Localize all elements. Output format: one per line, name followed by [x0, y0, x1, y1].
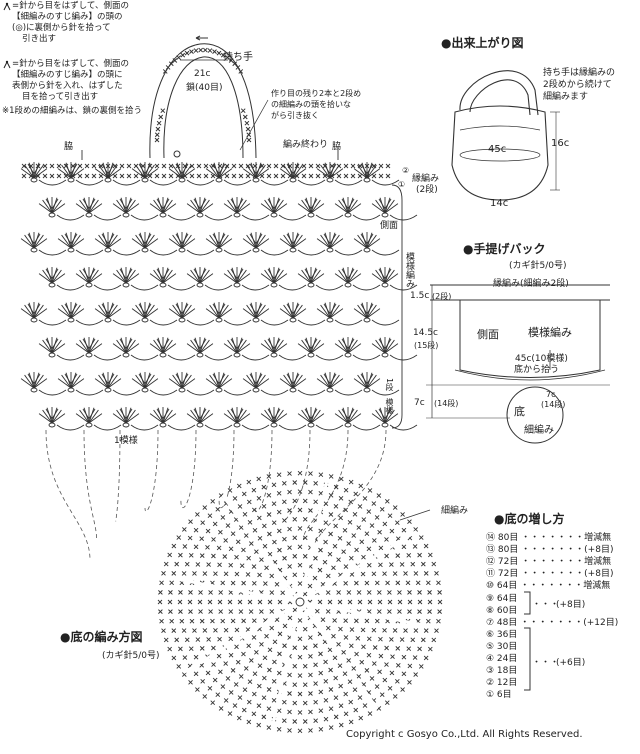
increase-row: ① 6目 [486, 690, 512, 701]
handle-chart [149, 35, 269, 159]
increase-row: ⑭ 80目 ・・・・・・・増減無 [486, 533, 612, 543]
legend-line: (◎)に裏側から針を拾って [12, 23, 111, 33]
increase-row: ② 12目 [486, 678, 518, 689]
handle-note: 作り目の残り2本と2段め の細編みの頭を拾いな がら引き抜く [271, 89, 362, 120]
bag-rows3: (14段) [434, 399, 459, 408]
bag-base: 底 [514, 405, 525, 418]
group2-note: (+6目) [556, 658, 586, 668]
legend-line: 引き出す [22, 34, 57, 44]
bag-base-rows: (14段) [541, 400, 566, 409]
bag-dim3: 7c [414, 398, 425, 408]
finished-note: 持ち手は縁編みの 2段めから続けて 細編みます [543, 68, 616, 102]
slip-stitch-front-icon [3, 60, 11, 69]
bag-pattern: 模様編み [528, 326, 572, 339]
row-2-marker: ② [402, 166, 410, 175]
pickup-lines [45, 429, 387, 561]
legend-line: 【細編みのすじ編み】の頭の [12, 12, 123, 22]
bag-side: 側面 [477, 328, 499, 341]
bag-title: ●手提げバック [463, 242, 546, 256]
legend-line: =針から目をはずして、側面の [12, 59, 129, 69]
slip-stitch-back-icon [3, 2, 11, 11]
legend-line: 【細編みのすじ編み】の頭に [12, 70, 123, 80]
one-pattern-label: 1模様 [114, 436, 138, 446]
row-1-marker: ① [398, 180, 406, 189]
pattern-word: 模様 [385, 398, 394, 414]
group1-note: (+8目) [556, 600, 586, 610]
legend-note: ※1段めの細編みは、鎖の裏側を拾う [2, 106, 143, 116]
bag-base-dim: 7c [546, 390, 556, 399]
side-right-label: 脇 [332, 142, 342, 152]
bag-width: 45c(10模様) [515, 354, 568, 364]
increase-row: ⑤ 30目 [486, 641, 518, 652]
increase-row: ⑩ 64目 ・・・・・・・増減無 [486, 581, 611, 592]
increase-row: ⑪ 72目 ・・・・・・・(+8目) [486, 569, 614, 580]
handle-width: 21c [194, 69, 211, 79]
base-chart [157, 470, 443, 734]
finished-height: 16c [551, 138, 570, 149]
side-left-label: 脇 [64, 142, 74, 152]
finished-base: 14c [490, 198, 509, 209]
bag-rows2: (15段) [414, 341, 439, 350]
end-label: 編み終わり [283, 140, 329, 150]
base-title: ●底の編み方図 [60, 630, 143, 644]
handle-chain: 鎖(40目) [186, 83, 223, 93]
bag-hook: (カギ針5/0号) [509, 261, 567, 271]
bag-pickup: 底から拾う [514, 365, 560, 375]
increase-brackets [524, 591, 531, 691]
increase-title: ●底の増し方 [494, 512, 565, 526]
single-crochet-label: 細編み [441, 506, 469, 516]
copyright: Copyright c Gosyo Co.,Ltd. All Rights Re… [346, 729, 583, 740]
side-label: 側面 [380, 221, 399, 231]
increase-row: ⑥ 36目 [486, 629, 518, 640]
bag-base-stitch: 細編み [524, 425, 554, 436]
finished-title: ●出来上がり図 [441, 36, 524, 50]
legend-line: =針から目をはずして、側面の [12, 1, 129, 11]
side-pattern-chart [20, 150, 418, 431]
bag-edge: 縁編み(細編み2段) [493, 279, 569, 289]
handle-label: 持ち手 [223, 52, 253, 63]
base-hook: (カギ針5/0号) [102, 651, 160, 661]
legend-line: 目を拾って引き出す [22, 92, 99, 102]
bag-rows1: (2段) [432, 292, 452, 301]
legend-line: 表側から針を入れ、はずした [12, 81, 123, 91]
increase-row: ④ 24目 [486, 654, 518, 664]
group2-dots: ・・・ [532, 658, 560, 668]
increase-row: ⑫ 72目 ・・・・・・・増減無 [486, 557, 612, 568]
bag-dim1: 1.5c [410, 291, 430, 301]
increase-row: ⑦ 48目 ・・・・・・・(+12目) [486, 617, 619, 628]
increase-row: ⑨ 64目 [486, 593, 518, 604]
increase-row: ⑧ 60目 [486, 605, 518, 616]
pattern-label: 模様編み [404, 252, 414, 288]
group1-dots: ・・・ [532, 600, 560, 610]
edge-label: 縁編み (2段) [412, 174, 440, 195]
increase-row: ⑬ 80目 ・・・・・・・(+8目) [486, 545, 614, 556]
bag-dim2: 14.5c [413, 328, 438, 338]
finished-bag-drawing [451, 70, 560, 201]
finished-circ: 45c [488, 144, 507, 155]
increase-row: ③ 18目 [486, 666, 518, 677]
row-label: 1段 [385, 378, 394, 392]
bag-dimension-diagram [426, 284, 610, 444]
